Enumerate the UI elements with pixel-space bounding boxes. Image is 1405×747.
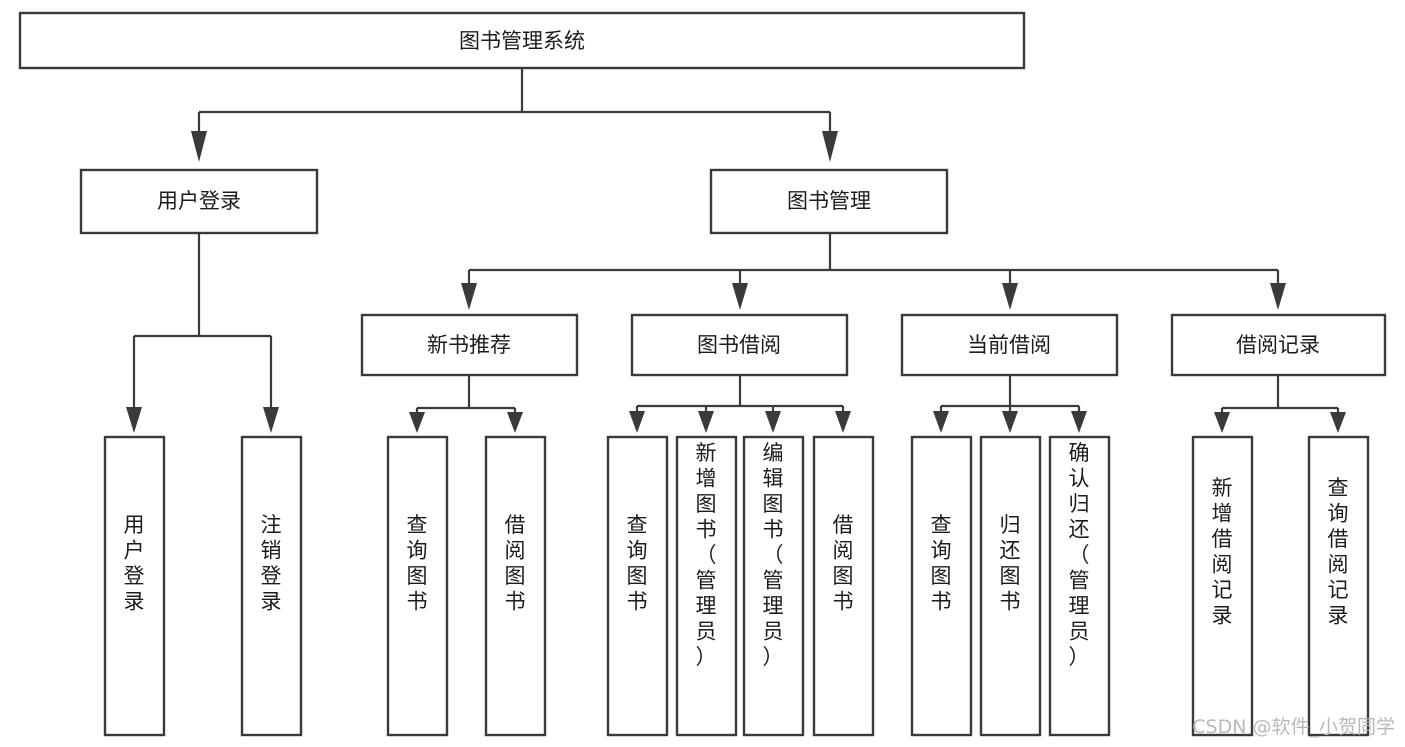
leaf-label: 新增图书（管理员） — [696, 441, 717, 669]
node-book-management-label: 图书管理 — [787, 189, 871, 213]
arrow-head-icon — [507, 412, 523, 433]
node-borrow-record-label: 借阅记录 — [1236, 333, 1320, 357]
arrow-head-icon — [933, 411, 949, 433]
leaf-label: 确认归还（管理员） — [1069, 441, 1090, 669]
arrow-head-icon — [1002, 411, 1018, 433]
leaf-label: 查询借阅记录 — [1328, 476, 1349, 628]
leaf-borrow-record-add[interactable]: 新增借阅记录 — [1191, 435, 1254, 737]
watermark-label: CSDN @软件_小贺同学 — [1192, 716, 1395, 738]
arrow-head-icon — [822, 131, 838, 162]
arrow-head-icon — [126, 407, 142, 433]
leaf-label: 新增借阅记录 — [1212, 476, 1233, 628]
leaf-label: 查询图书 — [627, 513, 648, 614]
connector-group-book-management — [461, 233, 1286, 310]
arrow-head-icon — [1071, 411, 1087, 433]
arrow-head-icon — [263, 407, 279, 433]
leaf-box[interactable] — [103, 435, 166, 737]
leaf-label: 借阅图书 — [505, 513, 526, 614]
node-root-system[interactable]: 图书管理系统 — [18, 11, 1026, 70]
leaf-label: 查询图书 — [407, 513, 428, 614]
node-current-borrow-box[interactable] — [900, 313, 1119, 377]
leaf-user-login-logout[interactable]: 注销登录 — [240, 435, 303, 737]
arrow-head-icon — [732, 283, 748, 310]
node-new-book-recommend[interactable]: 新书推荐 — [360, 313, 579, 377]
leaf-box[interactable] — [812, 435, 875, 737]
leaf-box[interactable] — [1307, 435, 1370, 737]
connector-group-book-borrow — [629, 375, 851, 433]
leaf-new-book-query[interactable]: 查询图书 — [386, 435, 449, 737]
node-book-borrow-label: 图书借阅 — [697, 333, 781, 357]
arrow-head-icon — [765, 411, 781, 433]
leaf-label: 借阅图书 — [833, 513, 854, 614]
node-book-borrow-box[interactable] — [630, 313, 849, 377]
leaf-book-borrow-borrow[interactable]: 借阅图书 — [812, 435, 875, 737]
leaf-box[interactable] — [910, 435, 973, 737]
node-borrow-record[interactable]: 借阅记录 — [1170, 313, 1387, 377]
node-root-box[interactable] — [18, 11, 1026, 70]
leaf-current-borrow-return[interactable]: 归还图书 — [979, 435, 1042, 737]
arrow-head-icon — [1270, 283, 1286, 310]
leaf-box[interactable] — [742, 435, 805, 737]
leaf-box[interactable] — [606, 435, 669, 737]
arrow-head-icon — [835, 411, 851, 433]
leaf-borrow-record-query[interactable]: 查询借阅记录 — [1307, 435, 1370, 737]
node-current-borrow-label: 当前借阅 — [967, 333, 1051, 357]
connector-group-borrow-record — [1214, 375, 1346, 433]
arrow-head-icon — [191, 131, 207, 162]
connector-group-new-book — [409, 375, 523, 433]
node-book-management-box[interactable] — [709, 168, 949, 235]
leaf-book-borrow-edit[interactable]: 编辑图书（管理员） — [742, 435, 805, 737]
node-new-book-recommend-box[interactable] — [360, 313, 579, 377]
connector-group-root — [191, 68, 838, 162]
arrow-head-icon — [629, 411, 645, 433]
leaf-box[interactable] — [675, 435, 738, 737]
connector-group-current-borrow — [933, 375, 1087, 433]
leaf-book-borrow-add[interactable]: 新增图书（管理员） — [675, 435, 738, 737]
leaf-label: 用户登录 — [124, 513, 145, 614]
node-user-login[interactable]: 用户登录 — [79, 168, 319, 235]
leaf-label: 注销登录 — [261, 513, 282, 614]
arrow-head-icon — [461, 283, 477, 310]
node-root-label: 图书管理系统 — [459, 29, 585, 53]
arrow-head-icon — [698, 411, 714, 433]
leaf-box[interactable] — [1048, 435, 1111, 737]
leaf-box[interactable] — [386, 435, 449, 737]
node-book-management[interactable]: 图书管理 — [709, 168, 949, 235]
node-borrow-record-box[interactable] — [1170, 313, 1387, 377]
leaf-current-borrow-confirm[interactable]: 确认归还（管理员） — [1048, 435, 1111, 737]
leaf-label: 查询图书 — [931, 513, 952, 614]
node-user-login-box[interactable] — [79, 168, 319, 235]
leaf-box[interactable] — [1191, 435, 1254, 737]
leaf-box[interactable] — [484, 435, 547, 737]
connector-group-user-login — [126, 233, 279, 433]
arrow-head-icon — [1330, 412, 1346, 433]
node-current-borrow[interactable]: 当前借阅 — [900, 313, 1119, 377]
leaf-label: 归还图书 — [1000, 513, 1021, 614]
leaf-new-book-borrow[interactable]: 借阅图书 — [484, 435, 547, 737]
leaf-label: 编辑图书（管理员） — [763, 441, 784, 669]
node-user-login-label: 用户登录 — [157, 189, 241, 213]
leaf-user-login-login[interactable]: 用户登录 — [103, 435, 166, 737]
leaf-book-borrow-query[interactable]: 查询图书 — [606, 435, 669, 737]
leaf-current-borrow-query[interactable]: 查询图书 — [910, 435, 973, 737]
arrow-head-icon — [1002, 283, 1018, 310]
node-book-borrow[interactable]: 图书借阅 — [630, 313, 849, 377]
arrow-head-icon — [409, 412, 425, 433]
leaf-box[interactable] — [240, 435, 303, 737]
leaf-box[interactable] — [979, 435, 1042, 737]
node-new-book-recommend-label: 新书推荐 — [427, 333, 511, 357]
arrow-head-icon — [1214, 412, 1230, 433]
